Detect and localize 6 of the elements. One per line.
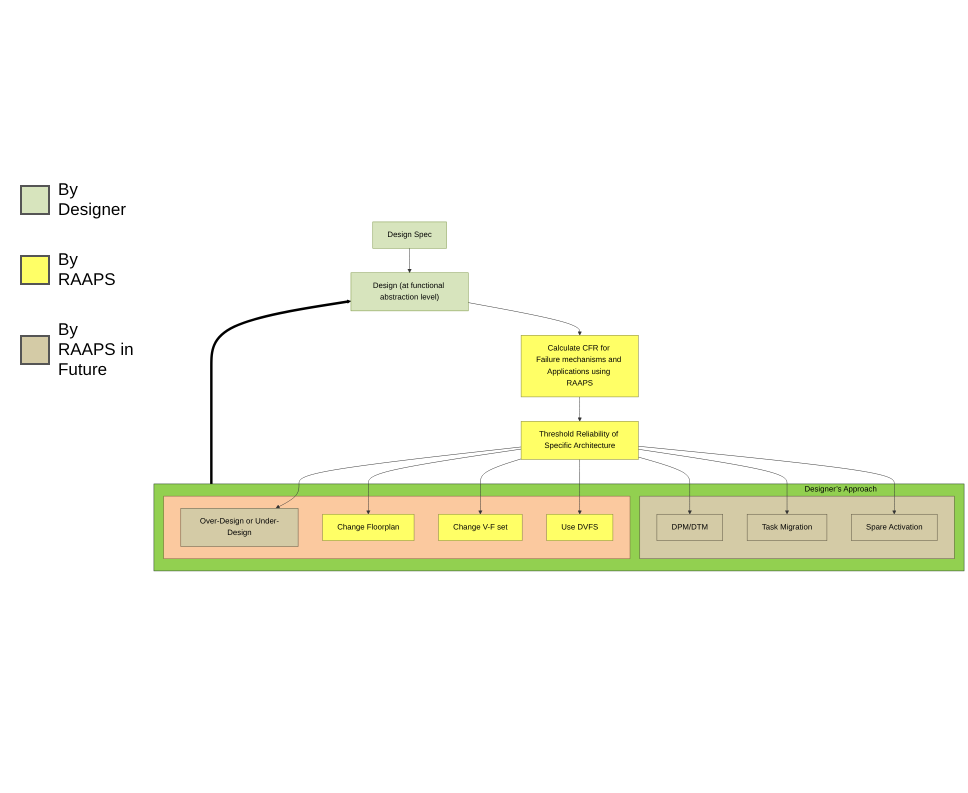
arrow bbox=[210, 300, 352, 484]
legend-label: By RAAPS in Future bbox=[58, 320, 135, 380]
cluster bbox=[163, 496, 630, 560]
cluster bbox=[640, 496, 955, 560]
legend-label: By Designer bbox=[58, 180, 128, 220]
legend-label: By RAAPS bbox=[58, 250, 117, 290]
